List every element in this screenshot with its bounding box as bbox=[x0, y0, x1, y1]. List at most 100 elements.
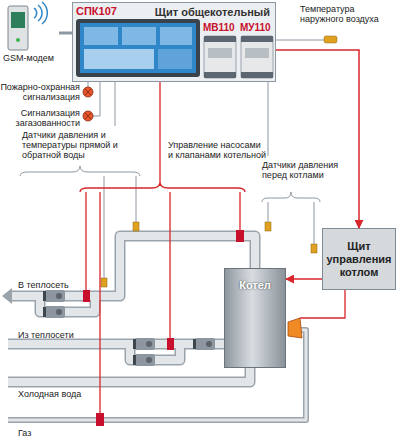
pump-symbol bbox=[193, 338, 215, 350]
pump-body bbox=[135, 338, 155, 350]
io-modules bbox=[204, 36, 273, 78]
screen-tile bbox=[84, 49, 154, 69]
screen-tile bbox=[158, 49, 192, 69]
pump-hub bbox=[56, 309, 62, 315]
control-wire bbox=[159, 82, 160, 182]
node-text: МВ110 bbox=[203, 22, 235, 34]
input-module: МВ110 bbox=[203, 20, 237, 80]
pump-symbol bbox=[133, 354, 155, 366]
modem-body bbox=[8, 6, 28, 50]
valve-symbol bbox=[83, 290, 90, 302]
temperature-probe bbox=[324, 36, 337, 43]
screen-tile bbox=[122, 27, 156, 45]
pump-symbol bbox=[43, 306, 65, 318]
connector bbox=[59, 32, 72, 35]
alarm-lamps bbox=[83, 87, 93, 121]
bracket bbox=[262, 192, 320, 202]
pipe-label: Газ bbox=[18, 428, 58, 438]
pipe-label: Холодная вода bbox=[18, 389, 108, 399]
sensor-wire bbox=[115, 82, 116, 126]
node-text: СПК107 bbox=[76, 5, 117, 18]
alarm-lamp bbox=[83, 111, 93, 121]
alarm-label: Пожарно-охранная сигнализация bbox=[0, 82, 80, 102]
sensor-group-label: Датчики давления и температуры прямой и … bbox=[22, 130, 152, 160]
sensor-label: Температура наружного воздуха bbox=[300, 4, 392, 24]
pump-symbol bbox=[43, 290, 65, 302]
sensor-probe bbox=[133, 222, 139, 231]
sensor-group-label: Датчики давления перед котлами bbox=[262, 160, 340, 180]
sensor-wire bbox=[276, 40, 324, 41]
valve-symbol bbox=[236, 230, 244, 242]
boiler-control-panel: Щит управления котлом bbox=[322, 228, 396, 290]
alarm-label: Сигнализация загазованности bbox=[0, 108, 80, 128]
sensor-probe bbox=[311, 244, 317, 253]
module-terminals bbox=[241, 72, 273, 78]
pump-symbol bbox=[133, 338, 155, 350]
module-terminals bbox=[204, 72, 236, 78]
connector bbox=[276, 50, 359, 228]
node-text: Котел bbox=[225, 279, 285, 292]
sensor-wire bbox=[104, 176, 105, 278]
sensor-wire bbox=[268, 202, 269, 222]
pump-body bbox=[195, 338, 215, 350]
gsm-modem: GSM-модем bbox=[3, 2, 59, 64]
pump-body bbox=[45, 290, 65, 302]
touch-panel bbox=[76, 19, 200, 77]
pump-cap bbox=[43, 291, 46, 301]
pump-cap bbox=[43, 307, 46, 317]
pump-cap bbox=[193, 339, 196, 349]
module-face bbox=[245, 48, 269, 58]
return-pipe bbox=[8, 340, 224, 348]
pump-cap bbox=[133, 355, 136, 365]
module-face bbox=[208, 48, 232, 58]
node-text: Щит управления котлом bbox=[325, 240, 393, 279]
node-text: Щит общекотельный bbox=[155, 6, 270, 19]
modem-led bbox=[16, 38, 20, 42]
control-wire bbox=[239, 192, 240, 230]
modem-device bbox=[8, 2, 47, 50]
screen-tile bbox=[84, 27, 118, 45]
pump-hub bbox=[146, 341, 152, 347]
control-label: Управление насосами и клапанами котельно… bbox=[168, 140, 268, 160]
lamp-cross bbox=[85, 113, 91, 119]
screen-tile bbox=[160, 27, 192, 45]
alarm-lamp bbox=[83, 87, 93, 97]
supply-pipe bbox=[12, 236, 255, 296]
sensor-wire bbox=[268, 82, 269, 156]
control-wire bbox=[169, 192, 170, 338]
control-wires bbox=[80, 82, 345, 413]
module-terminals bbox=[204, 36, 236, 42]
pump-body bbox=[45, 306, 65, 318]
alarm-wire bbox=[93, 82, 100, 116]
screen-frame bbox=[76, 19, 200, 77]
flow-arrow bbox=[2, 288, 12, 304]
module-terminals bbox=[241, 36, 273, 42]
supply-pipe bbox=[12, 236, 255, 296]
pipe-label: Из теплосети bbox=[18, 330, 98, 340]
cold-water-pipe bbox=[8, 368, 250, 382]
connector bbox=[286, 278, 322, 280]
bracket bbox=[80, 182, 245, 192]
panel-box: Щит общекотельный СПК107МВ110 МУ110 bbox=[72, 2, 276, 82]
return-pipe bbox=[8, 339, 224, 350]
burner-symbol bbox=[288, 318, 302, 338]
node-text: МУ110 bbox=[240, 22, 271, 34]
sensor-wire bbox=[136, 176, 137, 222]
pump-body bbox=[135, 354, 155, 366]
modem-face bbox=[11, 12, 25, 28]
gas-valve bbox=[96, 413, 104, 426]
control-wire bbox=[99, 192, 100, 413]
module-body bbox=[204, 36, 236, 78]
pump-hub bbox=[56, 293, 62, 299]
valve-symbols bbox=[83, 230, 244, 426]
signal-waves bbox=[34, 2, 47, 24]
sensor-probe bbox=[265, 222, 271, 231]
boiler: Котел bbox=[224, 268, 286, 368]
module-body bbox=[241, 36, 273, 78]
pump-cap bbox=[133, 339, 136, 349]
sensor-probe bbox=[101, 278, 107, 287]
control-wire bbox=[85, 192, 86, 290]
pump-hub bbox=[146, 357, 152, 363]
